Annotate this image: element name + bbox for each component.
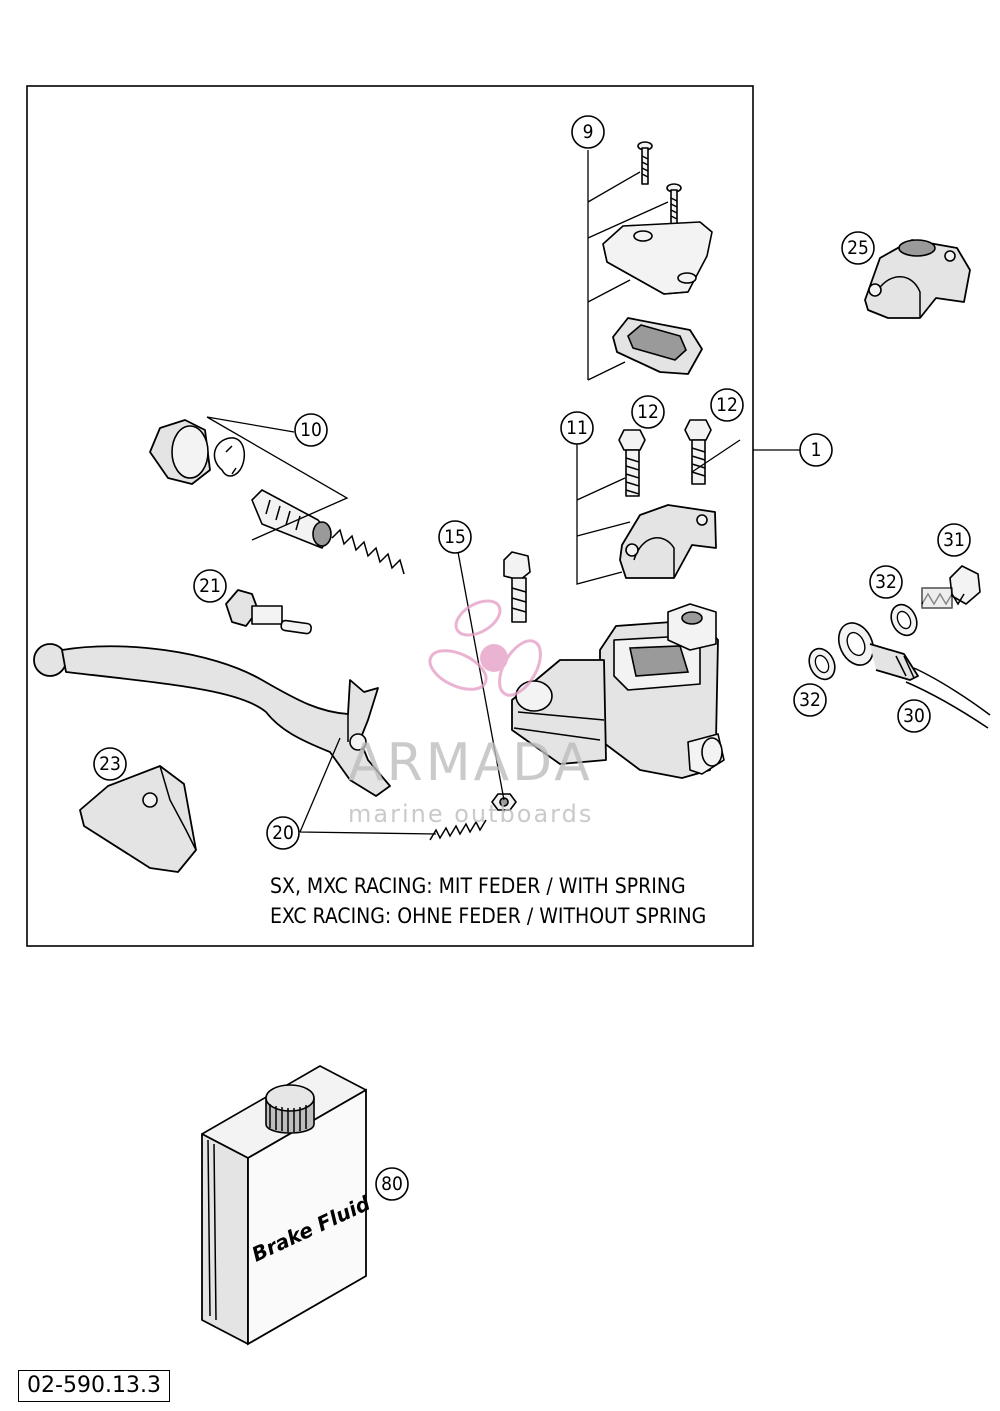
callout-32: 32 — [869, 565, 903, 599]
callout-label: 21 — [199, 575, 221, 597]
callout-21: 21 — [193, 569, 227, 603]
banjo-port — [687, 733, 725, 775]
callout-label: 80 — [381, 1173, 403, 1195]
leader-line — [299, 737, 437, 835]
clamp-assembly — [576, 419, 741, 585]
callout-30: 30 — [897, 699, 931, 733]
leader-line — [587, 150, 669, 381]
sealing-washer — [808, 647, 836, 681]
callout-label: 30 — [903, 705, 925, 727]
reservoir-diaphragm — [612, 317, 703, 375]
callout-12: 12 — [631, 395, 665, 429]
sealing-washer — [890, 603, 918, 637]
cover-screw — [637, 141, 653, 185]
clamp-bolt — [684, 419, 712, 485]
callout-label: 9 — [583, 121, 594, 143]
callout-label: 32 — [875, 571, 897, 593]
master-cylinder-body — [511, 603, 725, 779]
callout-32: 32 — [793, 683, 827, 717]
cover-screw — [666, 183, 682, 227]
callout-15: 15 — [438, 520, 472, 554]
callout-80: 80 — [375, 1167, 409, 1201]
note-with-spring: SX, MXC RACING: MIT FEDER / WITH SPRING — [270, 874, 686, 898]
lever-cover — [79, 765, 197, 873]
callout-label: 15 — [444, 526, 466, 548]
lever-pivot-bolt — [503, 551, 531, 623]
note-without-spring: EXC RACING: OHNE FEDER / WITHOUT SPRING — [270, 904, 706, 928]
watermark-brand: ARMADA — [348, 733, 593, 793]
callout-label: 32 — [799, 689, 821, 711]
assembly-frame — [26, 85, 754, 947]
clamp-bolt — [618, 429, 646, 497]
watermark-tagline: marine outboards — [348, 800, 593, 828]
callout-10: 10 — [294, 413, 328, 447]
brake-hose — [905, 667, 991, 729]
callout-label: 20 — [272, 822, 294, 844]
callout-label: 31 — [943, 529, 965, 551]
callout-label: 25 — [847, 237, 869, 259]
handlebar-clamp — [619, 504, 717, 579]
callout-label: 23 — [99, 753, 121, 775]
piston-spring — [331, 528, 405, 575]
banjo-bolt — [921, 565, 981, 609]
handlebar-clamp-spare — [864, 239, 971, 319]
callout-9: 9 — [571, 115, 605, 149]
callout-1: 1 — [799, 433, 833, 467]
lever-adjuster — [225, 589, 312, 635]
piston-kit — [149, 416, 405, 575]
callout-label: 11 — [566, 417, 588, 439]
callout-label: 12 — [637, 401, 659, 423]
propeller-logo — [428, 599, 542, 697]
watermark: ARMADA marine outboards — [348, 599, 593, 828]
callout-label: 12 — [716, 394, 738, 416]
leader-line — [576, 439, 741, 585]
pivot-nut — [491, 793, 517, 811]
piston — [251, 489, 332, 549]
callout-20: 20 — [266, 816, 300, 850]
callout-11: 11 — [560, 411, 594, 445]
brake-hose-assembly — [808, 565, 991, 729]
circlip — [213, 437, 246, 477]
banjo-fitting — [837, 622, 919, 681]
brake-fluid-bottle: Brake Fluid — [201, 1065, 374, 1346]
callout-23: 23 — [93, 747, 127, 781]
leader-line — [206, 416, 349, 541]
bottle-cap — [265, 1084, 315, 1134]
callout-label: 1 — [811, 439, 822, 461]
reservoir-cover-assembly — [587, 141, 713, 381]
callout-31: 31 — [937, 523, 971, 557]
callout-25: 25 — [841, 231, 875, 265]
document-code: 02-590.13.3 — [18, 1370, 170, 1402]
callout-12: 12 — [710, 388, 744, 422]
clutch-lever — [33, 643, 391, 797]
callout-label: 10 — [300, 419, 322, 441]
leader-line — [457, 551, 505, 801]
piston-boot — [149, 419, 211, 485]
reservoir-cover-plate — [602, 221, 713, 295]
bleed-nipple — [667, 603, 717, 651]
lever-spring — [429, 819, 487, 841]
